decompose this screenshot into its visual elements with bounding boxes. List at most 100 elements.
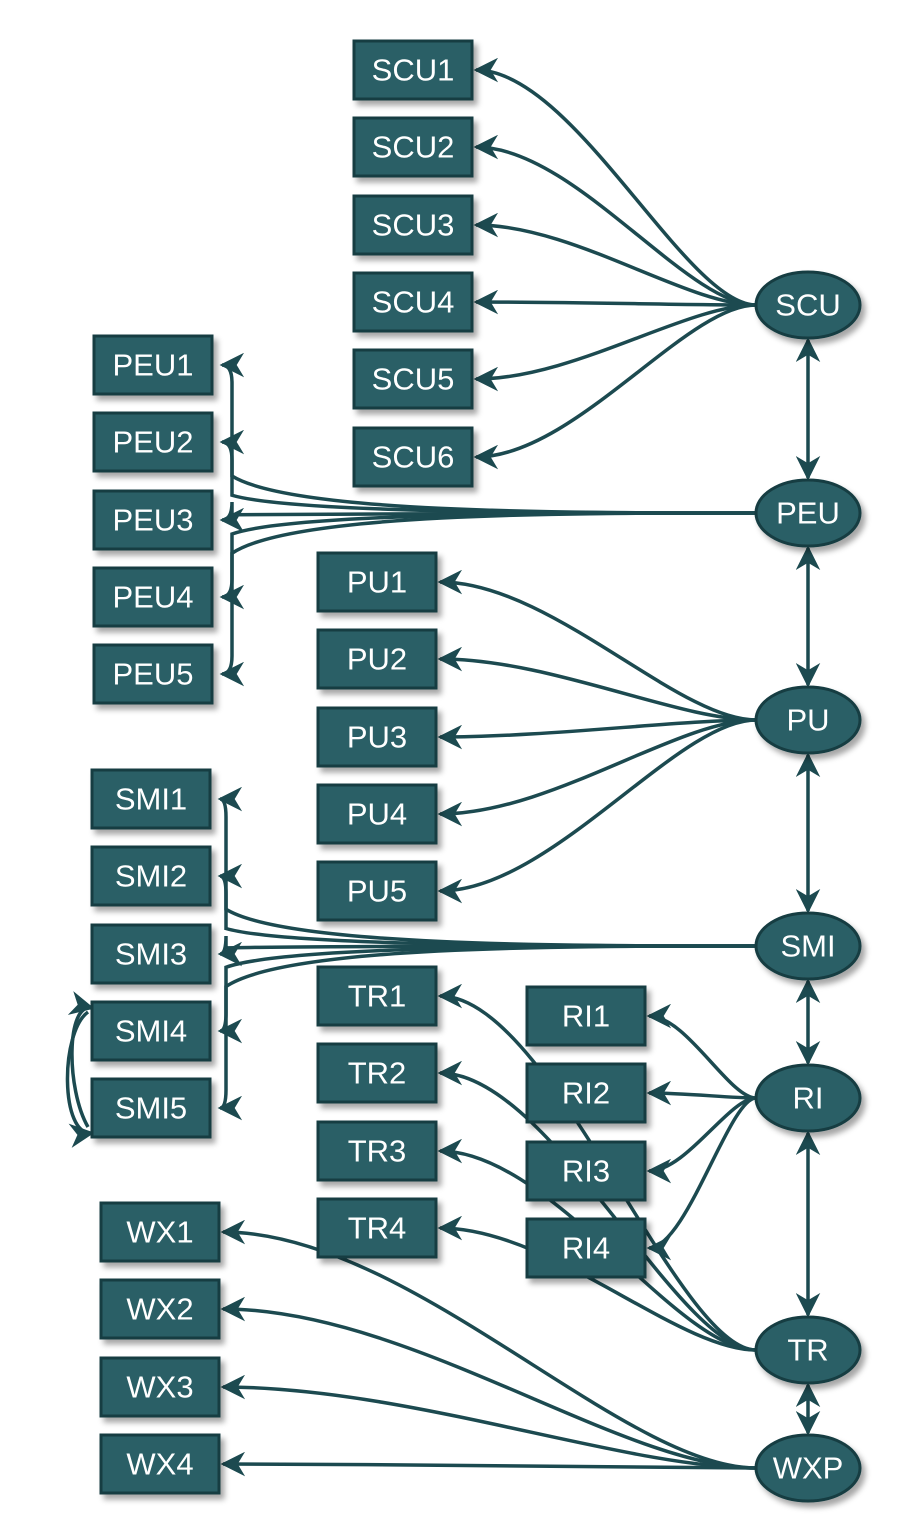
edge-smi-smi4 <box>217 944 757 1044</box>
hub-pu: PU <box>754 685 862 755</box>
node-label: WX2 <box>126 1292 193 1327</box>
hub-ellipse <box>754 685 862 755</box>
edge-ri-ri2 <box>646 1080 757 1106</box>
edge-pu-pu5 <box>437 718 757 904</box>
hub-label: PU <box>786 703 829 738</box>
node-peu5: PEU5 <box>92 643 214 705</box>
edge-scu-scu4 <box>473 289 757 315</box>
node-ri4: RI4 <box>525 1217 647 1279</box>
node-box <box>92 489 214 551</box>
hub-wxp: WXP <box>754 1433 862 1503</box>
node-label: PU3 <box>347 720 407 755</box>
node-box <box>90 845 212 907</box>
node-label: PU2 <box>347 642 407 677</box>
node-label: PU1 <box>347 565 407 600</box>
edge-tr-tr4 <box>437 1215 757 1352</box>
node-wx3: WX3 <box>99 1356 221 1418</box>
hub-ellipse <box>754 1063 862 1133</box>
edge-ri-ri3 <box>646 1096 757 1184</box>
edge-wxp-wx1 <box>220 1219 757 1470</box>
node-label: RI4 <box>562 1231 610 1266</box>
node-ri2: RI2 <box>525 1062 647 1124</box>
hub-ellipse <box>754 270 862 340</box>
hub-peu: PEU <box>754 478 862 548</box>
edge-scu-scu6 <box>473 303 757 470</box>
node-box <box>92 643 214 705</box>
node-box <box>316 1042 438 1104</box>
edge-scu-scu5 <box>473 303 757 392</box>
hub-ellipse <box>754 911 862 981</box>
node-smi5: SMI5 <box>90 1077 212 1139</box>
node-label: SCU1 <box>372 53 455 88</box>
edge-smi-smi5 <box>217 944 757 1121</box>
node-box <box>352 271 474 333</box>
node-scu3: SCU3 <box>352 194 474 256</box>
node-label: PEU5 <box>113 657 194 692</box>
edge-ri-ri4 <box>646 1096 757 1261</box>
node-pu3: PU3 <box>316 706 438 768</box>
node-label: SCU2 <box>372 130 455 165</box>
node-peu1: PEU1 <box>92 334 214 396</box>
node-box <box>525 1062 647 1124</box>
node-label: RI1 <box>562 999 610 1034</box>
node-box <box>352 348 474 410</box>
edge-scu-scu3 <box>473 212 757 307</box>
node-tr1: TR1 <box>316 965 438 1027</box>
hub-ellipse <box>754 1315 862 1385</box>
node-wx1: WX1 <box>99 1201 221 1263</box>
edge-pu-pu2 <box>437 646 757 722</box>
node-box <box>316 860 438 922</box>
edge-smi5-smi4 <box>67 991 95 1128</box>
node-box <box>90 768 212 830</box>
node-scu6: SCU6 <box>352 426 474 488</box>
node-wx4: WX4 <box>99 1433 221 1495</box>
node-scu2: SCU2 <box>352 116 474 178</box>
edge-scu-scu2 <box>473 134 757 307</box>
node-box <box>316 551 438 613</box>
node-smi1: SMI1 <box>90 768 212 830</box>
node-label: TR3 <box>348 1134 407 1169</box>
node-label: WX4 <box>126 1447 193 1482</box>
node-pu1: PU1 <box>316 551 438 613</box>
node-box <box>525 1217 647 1279</box>
hub-label: WXP <box>773 1451 844 1486</box>
edge-pu-pu4 <box>437 718 757 827</box>
edge-smi4-smi5 <box>65 1010 95 1148</box>
node-box <box>352 116 474 178</box>
node-label: TR1 <box>348 979 407 1014</box>
hub-scu: SCU <box>754 270 862 340</box>
node-box <box>316 706 438 768</box>
node-box <box>352 39 474 101</box>
node-ri1: RI1 <box>525 985 647 1047</box>
node-label: WX1 <box>126 1215 193 1250</box>
node-peu2: PEU2 <box>92 411 214 473</box>
hub-label: SMI <box>780 929 835 964</box>
node-box <box>92 411 214 473</box>
node-smi3: SMI3 <box>90 923 212 985</box>
node-label: SCU6 <box>372 440 455 475</box>
node-box <box>525 1140 647 1202</box>
hub-label: SCU <box>775 288 840 323</box>
node-pu2: PU2 <box>316 628 438 690</box>
node-tr2: TR2 <box>316 1042 438 1104</box>
node-pu4: PU4 <box>316 783 438 845</box>
node-box <box>352 426 474 488</box>
node-label: PU4 <box>347 797 407 832</box>
node-label: SCU3 <box>372 208 455 243</box>
node-box <box>316 965 438 1027</box>
node-ri3: RI3 <box>525 1140 647 1202</box>
node-label: PEU4 <box>113 580 194 615</box>
node-scu1: SCU1 <box>352 39 474 101</box>
node-box <box>316 628 438 690</box>
edge-smi-smi1 <box>217 786 757 948</box>
node-pu5: PU5 <box>316 860 438 922</box>
hub-label: TR <box>787 1333 828 1368</box>
edge-pu-pu3 <box>437 718 757 750</box>
edge-peu-peu1 <box>219 352 757 515</box>
node-scu4: SCU4 <box>352 271 474 333</box>
edges-layer <box>65 57 821 1477</box>
hub-smi: SMI <box>754 911 862 981</box>
edge-wxp-wx3 <box>220 1374 757 1470</box>
node-label: PU5 <box>347 874 407 909</box>
